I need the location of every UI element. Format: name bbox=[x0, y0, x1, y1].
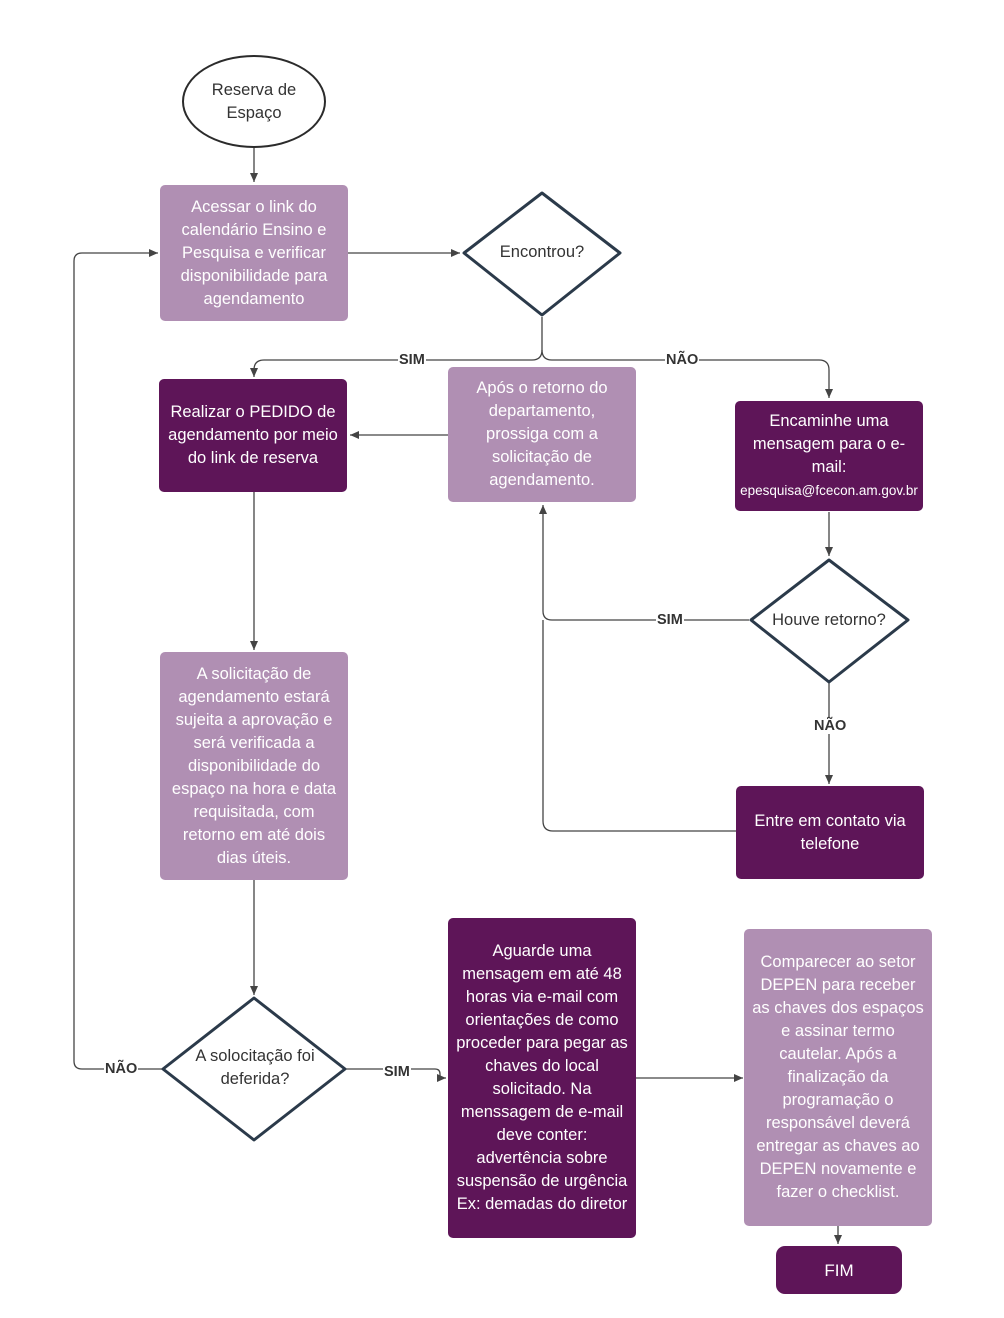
edge-label-return-no: NÃO bbox=[813, 718, 848, 734]
send-email-step[interactable]: Encaminhe uma mensagem para o e-mail: ep… bbox=[735, 401, 923, 511]
end-node-label: FIM bbox=[824, 1260, 854, 1280]
edge-found-no bbox=[541, 349, 833, 398]
edge-label-return-yes: SIM bbox=[656, 612, 684, 628]
contact-phone-text: Entre em contato via telefone bbox=[754, 811, 906, 853]
after-return-step[interactable]: Após o retorno do departamento, prossiga… bbox=[448, 367, 636, 502]
edge-label-granted-no: NÃO bbox=[104, 1061, 139, 1077]
approval-note-text: A solicitação de agendamento estará suje… bbox=[171, 664, 337, 867]
request-booking-text: Realizar o PEDIDO de agendamento por mei… bbox=[168, 403, 338, 467]
after-return-text: Após o retorno do departamento, prossiga… bbox=[476, 379, 608, 489]
request-booking-step[interactable]: Realizar o PEDIDO de agendamento por mei… bbox=[159, 379, 347, 492]
await-message-text: Aguarde uma mensagem em até 48 horas via… bbox=[456, 942, 628, 1213]
access-calendar-text: Acessar o link do calendário Ensino e Pe… bbox=[180, 197, 328, 308]
access-calendar-step[interactable]: Acessar o link do calendário Ensino e Pe… bbox=[160, 185, 348, 321]
edge-label-found-yes: SIM bbox=[398, 352, 426, 368]
edge-label-granted-yes: SIM bbox=[383, 1064, 411, 1080]
send-email-text: Encaminhe uma mensagem para o e-mail: bbox=[752, 412, 906, 476]
start-node[interactable]: Reserva de Espaço bbox=[182, 55, 326, 148]
decision-return-shape bbox=[749, 558, 910, 684]
go-depen-text: Comparecer ao setor DEPEN para receber a… bbox=[752, 953, 924, 1201]
edge-granted-no bbox=[73, 249, 162, 1070]
decision-granted-shape bbox=[161, 996, 347, 1142]
decision-found-shape bbox=[462, 191, 622, 317]
edge-label-found-no: NÃO bbox=[665, 352, 700, 368]
contact-phone-step[interactable]: Entre em contato via telefone bbox=[736, 786, 924, 879]
await-message-step[interactable]: Aguarde uma mensagem em até 48 horas via… bbox=[448, 918, 636, 1238]
approval-note-step[interactable]: A solicitação de agendamento estará suje… bbox=[160, 652, 348, 880]
end-node[interactable]: FIM bbox=[776, 1246, 902, 1294]
go-depen-step[interactable]: Comparecer ao setor DEPEN para receber a… bbox=[744, 929, 932, 1226]
edge-granted-yes bbox=[346, 1068, 446, 1082]
email-address: epesquisa@fcecon.am.gov.br bbox=[740, 483, 918, 498]
edge-phone-to-after bbox=[542, 620, 736, 832]
edge-return-yes bbox=[539, 505, 749, 621]
start-node-label: Reserva de Espaço bbox=[211, 80, 297, 122]
